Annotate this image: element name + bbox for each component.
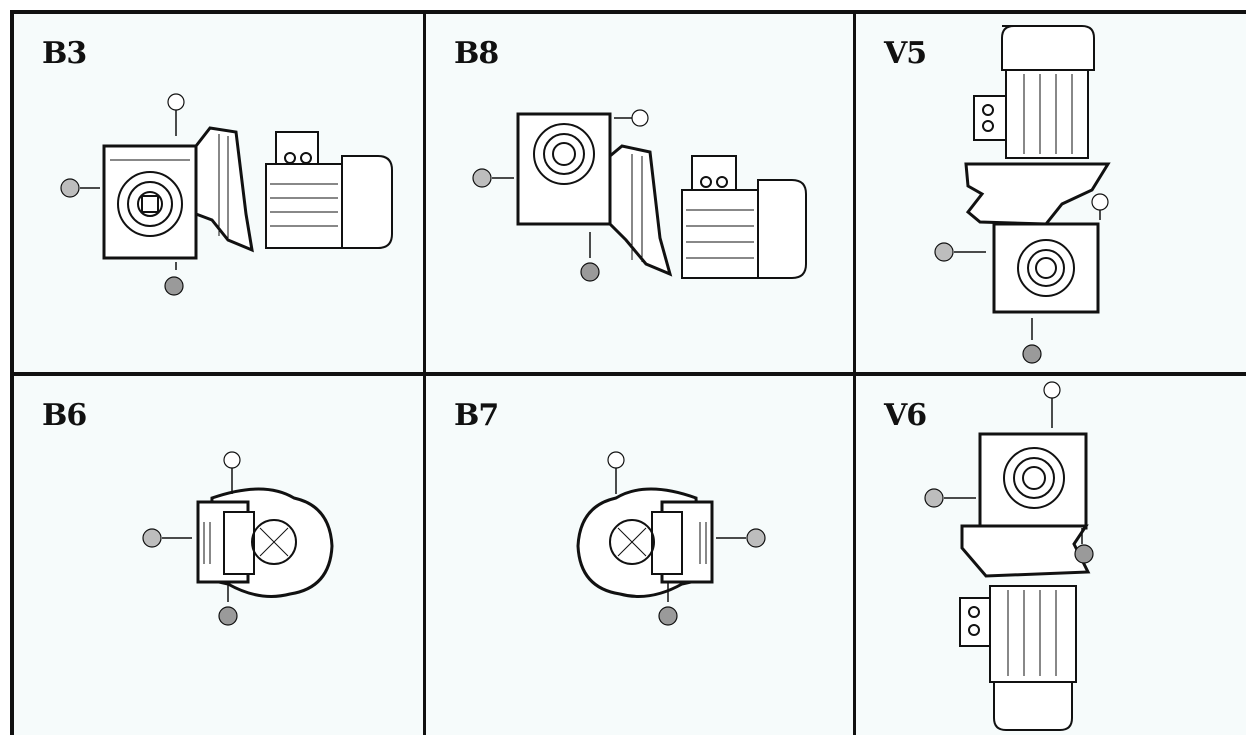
grid-border-left bbox=[10, 10, 14, 735]
panel-b7: B7 bbox=[426, 376, 853, 735]
panel-b8: B8 bbox=[426, 14, 853, 372]
position-label-v6: V6 bbox=[884, 398, 927, 433]
level-plug-icon bbox=[924, 488, 944, 508]
grid-divider-column-2 bbox=[853, 10, 856, 735]
gearmotor-b7-diagram bbox=[576, 451, 766, 626]
level-plug-icon bbox=[60, 178, 80, 198]
level-plug-icon bbox=[746, 528, 766, 548]
grid-divider-column-1 bbox=[423, 10, 426, 735]
vent-plug-icon bbox=[167, 93, 185, 111]
level-plug-icon bbox=[142, 528, 162, 548]
level-plug-icon bbox=[934, 242, 954, 262]
gearmotor-b6-diagram bbox=[142, 451, 334, 626]
grid-divider-middle bbox=[10, 372, 1246, 376]
panel-b3: B3 bbox=[14, 14, 423, 372]
position-label-b3: B3 bbox=[42, 36, 87, 71]
gearmotor-v6-diagram bbox=[924, 381, 1094, 731]
position-label-b8: B8 bbox=[454, 36, 499, 71]
drain-plug-icon bbox=[164, 276, 184, 296]
position-label-b7: B7 bbox=[454, 398, 499, 433]
vent-plug-icon bbox=[607, 451, 625, 469]
panel-v5: V5 bbox=[856, 14, 1246, 372]
drain-plug-icon bbox=[218, 606, 238, 626]
drain-plug-icon bbox=[1074, 544, 1094, 564]
gearmotor-v5-diagram bbox=[934, 25, 1111, 364]
drain-plug-icon bbox=[1022, 344, 1042, 364]
panel-b6: B6 bbox=[14, 376, 423, 735]
vent-plug-icon bbox=[223, 451, 241, 469]
vent-plug-icon bbox=[1043, 381, 1061, 399]
vent-plug-icon bbox=[1091, 193, 1109, 211]
level-plug-icon bbox=[472, 168, 492, 188]
position-label-b6: B6 bbox=[42, 398, 87, 433]
vent-plug-icon bbox=[631, 109, 649, 127]
drain-plug-icon bbox=[658, 606, 678, 626]
drain-plug-icon bbox=[580, 262, 600, 282]
gearmotor-b3-diagram bbox=[60, 93, 393, 296]
gearmotor-b8-diagram bbox=[472, 109, 807, 282]
position-label-v5: V5 bbox=[884, 36, 927, 71]
panel-v6: V6 bbox=[856, 376, 1246, 735]
grid-border-top bbox=[10, 10, 1246, 14]
